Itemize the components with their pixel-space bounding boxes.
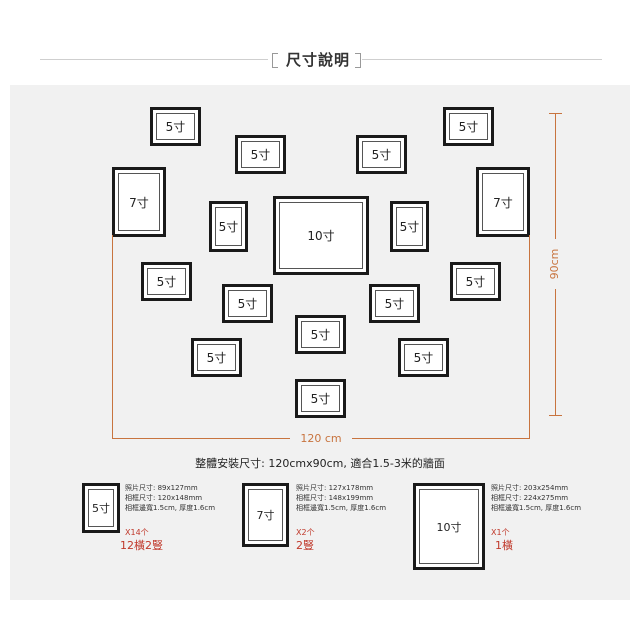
frame-5in-left-middle: 5寸 [141,262,192,301]
spec-frame-size: 相框尺寸: 120x148mm [125,494,203,502]
section-title: 尺寸說明 [285,51,350,69]
header-line-left [40,59,268,60]
frame-label: 5寸 [215,207,242,246]
frame-5in-upper-right: 5寸 [356,135,407,174]
header-bracket-left [272,53,278,68]
frame-label: 7寸 [482,173,524,231]
width-dimension-cap-left [112,235,113,439]
width-dimension-label: 120 cm [290,431,352,447]
height-dimension-label: 90cm [547,239,563,289]
frame-label: 5寸 [404,344,443,371]
header-bracket-right [355,53,361,68]
legend-qty-10in: X1个 [491,528,510,537]
frame-label: 5寸 [301,385,340,412]
width-dimension-cap-right [529,235,530,439]
frame-5in-right-middle: 5寸 [450,262,501,301]
frame-label: 5寸 [156,113,195,140]
legend-frame-label: 5寸 [88,489,114,527]
spec-frame-size: 相框尺寸: 224x275mm [491,494,569,502]
frame-label: 5寸 [375,290,414,317]
spec-photo-size: 照片尺寸: 89x127mm [125,484,198,492]
section-header: 尺寸說明 [0,40,640,80]
header-line-right [362,59,602,60]
spec-border: 相框邊寬1.5cm, 厚度1.6cm [491,504,582,512]
legend-frame-label: 10寸 [419,489,479,564]
frame-5in-bottom-center: 5寸 [295,379,346,418]
frame-label: 5寸 [456,268,495,295]
frame-label: 10寸 [279,202,363,269]
legend-combo-7in: 2豎 [296,539,314,552]
frame-5in-lower-left: 5寸 [222,284,273,323]
legend-frame-label: 7寸 [248,489,283,541]
legend-frame-10in: 10寸 [413,483,485,570]
frame-7in-left: 7寸 [112,167,166,237]
spec-border: 相框邊寬1.5cm, 厚度1.6cm [125,504,216,512]
frame-label: 5寸 [241,141,280,168]
height-dimension-cap-bottom [549,415,562,416]
spec-border: 相框邊寬1.5cm, 厚度1.6cm [296,504,387,512]
frame-5in-mid-left-vertical: 5寸 [209,201,248,252]
frame-label: 5寸 [228,290,267,317]
legend-qty-5in: X14个 [125,528,149,537]
frame-label: 5寸 [147,268,186,295]
frame-5in-center-lower: 5寸 [295,315,346,354]
legend-spec-5in: 照片尺寸: 89x127mm 相框尺寸: 120x148mm 相框邊寬1.5cm… [125,483,215,513]
spec-photo-size: 照片尺寸: 127x178mm [296,484,374,492]
frame-7in-right: 7寸 [476,167,530,237]
frame-5in-mid-right-vertical: 5寸 [390,201,429,252]
frame-label: 7寸 [118,173,160,231]
legend-qty-7in: X2个 [296,528,315,537]
frame-5in-bottom-left: 5寸 [191,338,242,377]
frame-5in-upper-left: 5寸 [235,135,286,174]
height-dimension-cap-top [549,113,562,114]
frame-5in-lower-right: 5寸 [369,284,420,323]
frame-10in-center: 10寸 [273,196,369,275]
frame-5in-bottom-right: 5寸 [398,338,449,377]
frame-5in-top-left: 5寸 [150,107,201,146]
spec-photo-size: 照片尺寸: 203x254mm [491,484,569,492]
frame-label: 5寸 [396,207,423,246]
legend-frame-5in: 5寸 [82,483,120,533]
spec-frame-size: 相框尺寸: 148x199mm [296,494,374,502]
frame-label: 5寸 [197,344,236,371]
legend-spec-7in: 照片尺寸: 127x178mm 相框尺寸: 148x199mm 相框邊寬1.5c… [296,483,386,513]
total-size-text: 整體安裝尺寸: 120cmx90cm, 適合1.5-3米的牆面 [195,457,445,470]
frame-5in-top-right: 5寸 [443,107,494,146]
legend-combo-5in: 12橫2豎 [120,539,163,552]
frame-label: 5寸 [301,321,340,348]
legend-frame-7in: 7寸 [242,483,289,547]
legend-combo-10in: 1橫 [495,539,513,552]
legend-spec-10in: 照片尺寸: 203x254mm 相框尺寸: 224x275mm 相框邊寬1.5c… [491,483,581,513]
frame-label: 5寸 [362,141,401,168]
frame-label: 5寸 [449,113,488,140]
